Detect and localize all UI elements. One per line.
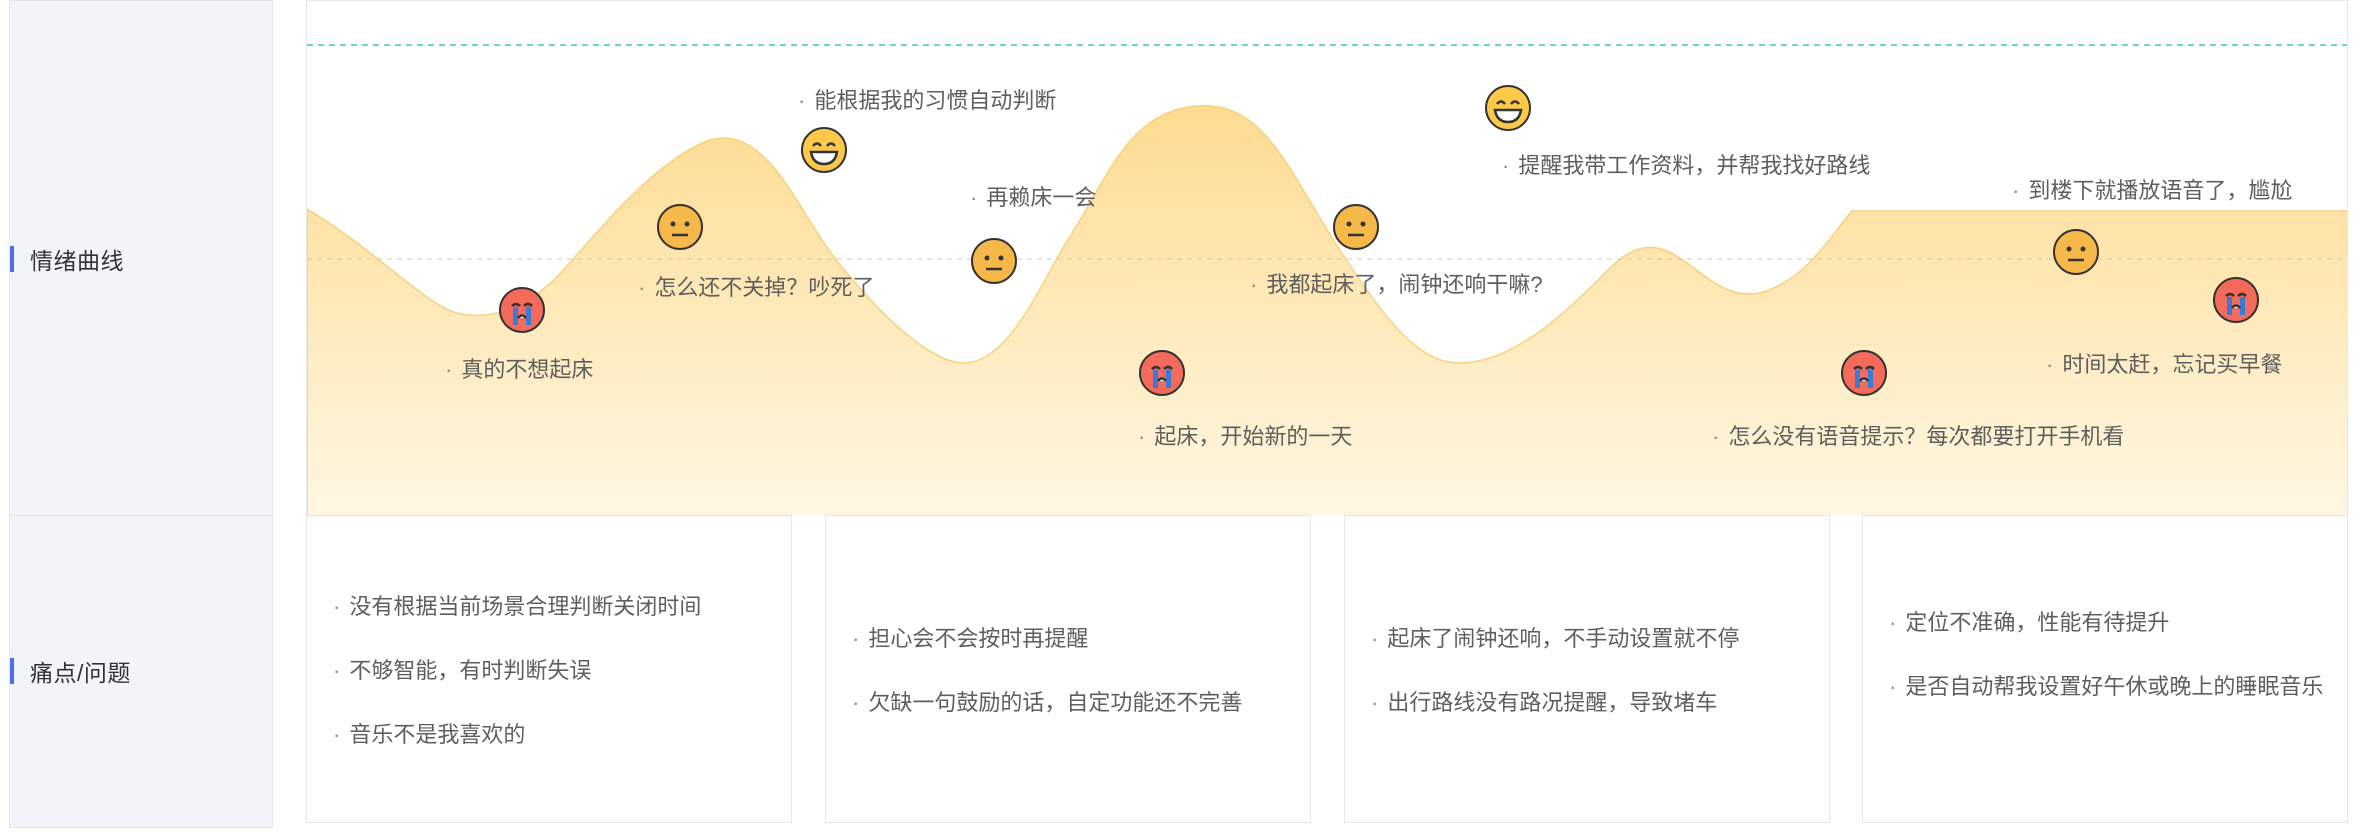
- pain-item: ·是否自动帮我设置好午休或晚上的睡眠音乐: [1889, 674, 2324, 699]
- accent-bar: [10, 246, 14, 272]
- neutral-face-icon: [970, 237, 1018, 285]
- emotion-curve-area: [307, 105, 2347, 515]
- neutral-face-icon: [1332, 203, 1380, 251]
- crying-face-icon: [1840, 349, 1888, 397]
- pain-card: ·定位不准确，性能有待提升 ·是否自动帮我设置好午休或晚上的睡眠音乐: [1862, 515, 2348, 823]
- row-label-column: 情绪曲线 痛点/问题: [9, 0, 273, 828]
- grinning-face-icon: [1484, 84, 1532, 132]
- pain-item: ·定位不准确，性能有待提升: [1889, 610, 2170, 635]
- emotion-annotation: ·我都起床了，闹钟还响干嘛?: [1250, 272, 1543, 297]
- emotion-annotation: ·时间太赶，忘记买早餐: [2046, 352, 2283, 377]
- neutral-face-icon: [2052, 228, 2100, 276]
- emotion-curve-label: 情绪曲线: [30, 248, 124, 274]
- emotion-curve-panel: [306, 0, 2348, 515]
- pain-item: ·起床了闹钟还响，不手动设置就不停: [1371, 626, 1740, 651]
- grinning-face-icon: [800, 126, 848, 174]
- pain-points-row-label: 痛点/问题: [10, 658, 131, 686]
- accent-bar: [10, 658, 14, 684]
- emotion-annotation: ·怎么还不关掉？吵死了: [638, 275, 875, 300]
- pain-points-label: 痛点/问题: [30, 660, 131, 686]
- row-divider: [10, 515, 272, 516]
- emotion-annotation: ·起床，开始新的一天: [1138, 424, 1353, 449]
- crying-face-icon: [498, 286, 546, 334]
- pain-item: ·出行路线没有路况提醒，导致堵车: [1371, 690, 1718, 715]
- emotion-curve-row-label: 情绪曲线: [10, 246, 124, 274]
- pain-item: ·欠缺一句鼓励的话，自定功能还不完善: [852, 690, 1243, 715]
- emotion-annotation: ·提醒我带工作资料，并帮我找好路线: [1502, 153, 1871, 178]
- pain-card: ·没有根据当前场景合理判断关闭时间 ·不够智能，有时判断失误 ·音乐不是我喜欢的: [306, 515, 792, 823]
- crying-face-icon: [1138, 349, 1186, 397]
- emotion-annotation: ·能根据我的习惯自动判断: [798, 88, 1057, 113]
- emotion-annotation: ·再赖床一会: [970, 185, 1097, 210]
- pain-card: ·起床了闹钟还响，不手动设置就不停 ·出行路线没有路况提醒，导致堵车: [1344, 515, 1830, 823]
- emotion-annotation: ·怎么没有语音提示？每次都要打开手机看: [1712, 424, 2125, 449]
- emotion-annotation: ·真的不想起床: [445, 357, 594, 382]
- neutral-face-icon: [656, 203, 704, 251]
- pain-item: ·没有根据当前场景合理判断关闭时间: [333, 594, 702, 619]
- pain-item: ·音乐不是我喜欢的: [333, 722, 526, 747]
- pain-item: ·担心会不会按时再提醒: [852, 626, 1089, 651]
- crying-face-icon: [2212, 276, 2260, 324]
- emotion-curve-chart: [307, 44, 2347, 515]
- pain-card: ·担心会不会按时再提醒 ·欠缺一句鼓励的话，自定功能还不完善: [825, 515, 1311, 823]
- emotion-annotation: ·到楼下就播放语音了，尴尬: [2012, 178, 2293, 203]
- pain-item: ·不够智能，有时判断失误: [333, 658, 592, 683]
